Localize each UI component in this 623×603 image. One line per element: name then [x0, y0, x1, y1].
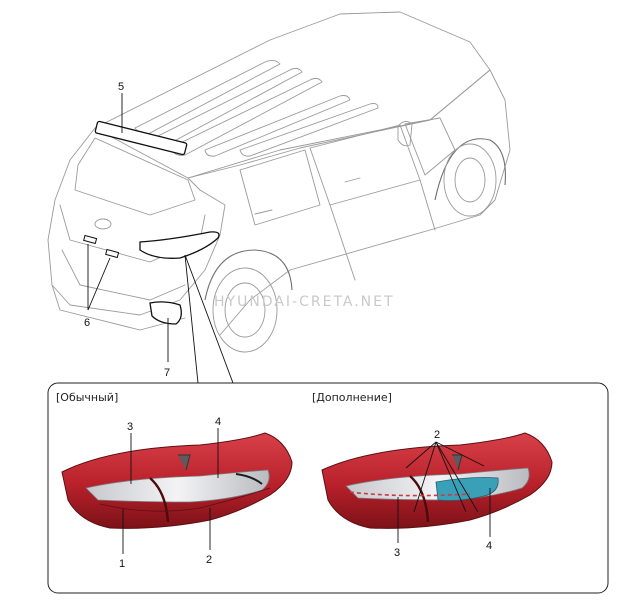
ext-callout-2: 2 [434, 429, 440, 441]
std-callout-4: 4 [215, 416, 221, 428]
high-mount-stop-lamp [94, 120, 188, 156]
std-callout-2: 2 [206, 554, 212, 566]
ext-callout-4: 4 [486, 540, 492, 552]
std-callout-1: 1 [119, 558, 125, 570]
license-plate-lamp-left [83, 234, 98, 245]
callout-6: 6 [84, 317, 90, 329]
standard-panel-label: [Обычный] [56, 391, 118, 404]
watermark: HYUNDAI-CRETA.NET [214, 294, 395, 310]
callout-7: 7 [164, 367, 170, 379]
tail-lamp-icon [61, 432, 293, 529]
rear-reflector [149, 301, 182, 325]
tail-lamp-extended [321, 432, 553, 529]
rear-combination-lamp-on-car [139, 231, 220, 259]
callout-5: 5 [118, 81, 124, 93]
std-callout-3: 3 [127, 421, 133, 433]
ext-callout-3: 3 [394, 547, 400, 559]
car-outline-icon [47, 11, 511, 353]
license-plate-lamp-right [105, 248, 120, 259]
extended-panel-label: [Дополнение] [312, 391, 392, 404]
